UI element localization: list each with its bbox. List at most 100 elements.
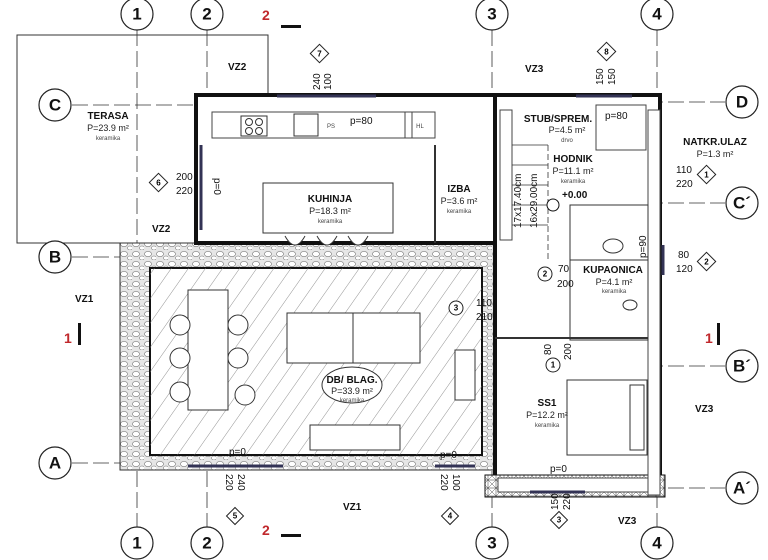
- entry-tile: [595, 104, 647, 151]
- section-1-left: 1: [64, 330, 72, 346]
- svg-text:70: 70: [558, 264, 570, 275]
- ps-label: PS: [327, 124, 335, 130]
- wall-label-vz3-top: VZ3: [525, 64, 544, 75]
- parapet-terrace-door: p=0: [211, 178, 222, 195]
- svg-text:200: 200: [557, 279, 574, 290]
- room-ss1: SS1 P=12.2 m² keramika: [526, 398, 568, 429]
- svg-text:KUHINJA: KUHINJA: [308, 194, 352, 205]
- svg-text:220: 220: [438, 474, 449, 491]
- svg-text:P=11.1 m²: P=11.1 m²: [552, 166, 593, 176]
- svg-text:P=1.3 m²: P=1.3 m²: [697, 149, 734, 159]
- svg-text:150: 150: [607, 68, 618, 85]
- svg-text:150: 150: [595, 68, 606, 85]
- axis-c-prime: C´: [733, 194, 751, 213]
- stair-dim-b: 16x29.00cm: [529, 174, 540, 228]
- opening-tag-6: 6 200 220: [148, 172, 193, 197]
- bathroom: [569, 259, 649, 341]
- dining-chairs: [169, 314, 256, 406]
- svg-text:1: 1: [704, 171, 709, 180]
- room-hodnik: HODNIK P=11.1 m² keramika +0.00: [546, 154, 594, 212]
- room-terasa: TERASA P=23.9 m² keramika: [87, 111, 129, 142]
- svg-text:KUPAONICA: KUPAONICA: [583, 265, 643, 276]
- svg-text:2: 2: [543, 270, 548, 279]
- wall-label-vz2-top: VZ2: [228, 62, 247, 73]
- opening-tag-2: 2 80 120: [676, 250, 717, 275]
- svg-text:P=4.5 m²: P=4.5 m²: [549, 125, 586, 135]
- axis-1-top: 1: [132, 5, 141, 24]
- opening-tag-3: 3 150 220: [549, 493, 573, 530]
- svg-text:P=18.3 m²: P=18.3 m²: [309, 206, 351, 216]
- section-1-right: 1: [705, 330, 713, 346]
- axis-4-top: 4: [652, 5, 662, 24]
- kitchen-counter: [211, 111, 413, 139]
- wall-label-vz3-right: VZ3: [695, 404, 714, 415]
- axis-2-bottom: 2: [202, 534, 211, 553]
- svg-text:NATKR.ULAZ: NATKR.ULAZ: [683, 137, 747, 148]
- bar-stools: [284, 235, 369, 246]
- wall-label-vz3-bottom: VZ3: [618, 516, 637, 527]
- bathtub-icon: [602, 238, 624, 254]
- opening-tag-5: 5 220 240: [223, 474, 246, 526]
- cabinet: [454, 349, 476, 401]
- parapet-living-2: p=0: [440, 450, 457, 461]
- parapet-bath: p=90: [638, 235, 649, 258]
- axis-a-prime: A´: [733, 479, 751, 498]
- svg-text:3: 3: [557, 516, 562, 525]
- axis-2-top: 2: [202, 5, 211, 24]
- svg-text:220: 220: [223, 474, 234, 491]
- svg-text:P=4.1 m²: P=4.1 m²: [596, 277, 633, 287]
- svg-text:P=12.2 m²: P=12.2 m²: [526, 410, 568, 420]
- stairs: [512, 144, 549, 260]
- svg-text:2: 2: [704, 258, 709, 267]
- level-mark: +0.00: [562, 190, 588, 201]
- svg-text:IZBA: IZBA: [447, 184, 470, 195]
- room-kupaonica: KUPAONICA P=4.1 m² keramika: [583, 265, 643, 295]
- opening-tag-4: 4 220 100: [438, 474, 461, 526]
- stair-dim-a: 17x17.40cm: [513, 174, 524, 228]
- svg-text:5: 5: [233, 512, 238, 521]
- svg-text:keramika: keramika: [602, 289, 627, 295]
- svg-text:keramika: keramika: [561, 179, 586, 185]
- axis-3-bottom: 3: [487, 534, 496, 553]
- svg-text:SS1: SS1: [538, 398, 557, 409]
- svg-text:P=33.9 m²: P=33.9 m²: [331, 386, 373, 396]
- opening-tag-8: 8 150 150: [595, 41, 618, 85]
- bed: [566, 379, 648, 456]
- room-stub-sprem: STUB/SPREM. P=4.5 m² drvo: [524, 114, 593, 144]
- svg-text:240: 240: [312, 73, 323, 90]
- axis-a: A: [49, 454, 61, 473]
- svg-text:P=23.9 m²: P=23.9 m²: [87, 123, 129, 133]
- wall-label-vz2-left: VZ2: [152, 224, 171, 235]
- kitchen-island: [262, 182, 394, 234]
- opening-tag-7: 7 240 100: [309, 43, 334, 90]
- sink: [293, 113, 319, 137]
- level-icon: [546, 198, 560, 212]
- svg-text:3: 3: [454, 304, 459, 313]
- axis-4-bottom: 4: [652, 534, 662, 553]
- room-tag-oval: [321, 366, 383, 404]
- svg-text:P=3.6 m²: P=3.6 m²: [441, 196, 478, 206]
- svg-text:keramika: keramika: [96, 136, 121, 142]
- door-tag-3: 3 110 210: [448, 298, 493, 323]
- parapet-living: p=0: [229, 447, 246, 458]
- windows: [188, 94, 665, 494]
- svg-text:240: 240: [235, 474, 246, 491]
- toilet-icon: [622, 299, 638, 311]
- svg-text:8: 8: [604, 48, 609, 57]
- svg-text:110: 110: [476, 298, 492, 309]
- svg-text:STUB/SPREM.: STUB/SPREM.: [524, 114, 593, 125]
- dining-table: [187, 289, 229, 411]
- axis-d: D: [736, 93, 748, 112]
- parapet-ss1: p=0: [550, 464, 567, 475]
- door-tag-1: 1 80 200: [543, 343, 574, 373]
- svg-text:4: 4: [448, 512, 453, 521]
- svg-text:TERASA: TERASA: [87, 111, 128, 122]
- svg-text:210: 210: [476, 312, 493, 323]
- svg-text:110: 110: [676, 165, 692, 176]
- svg-text:6: 6: [156, 179, 161, 188]
- opening-tag-1: 1 110 220: [676, 164, 717, 190]
- room-izba: IZBA P=3.6 m² keramika: [441, 184, 478, 215]
- svg-text:1: 1: [551, 361, 556, 370]
- axis-b: B: [49, 248, 61, 267]
